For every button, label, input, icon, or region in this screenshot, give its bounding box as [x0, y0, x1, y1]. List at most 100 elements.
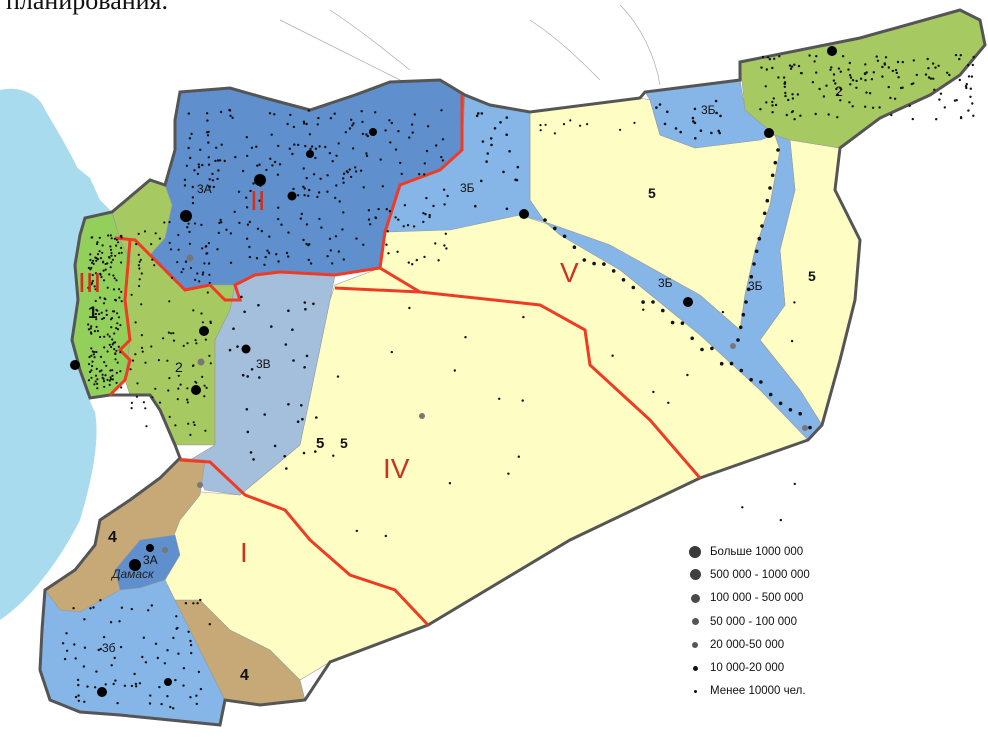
- settlement-dot: [102, 279, 106, 282]
- settlement-dot: [207, 156, 210, 159]
- settlement-dot: [315, 416, 318, 419]
- settlement-dot: [105, 313, 108, 316]
- settlement-dot: [187, 630, 190, 633]
- settlement-dot: [154, 232, 157, 235]
- settlement-dot: [765, 198, 770, 203]
- settlement-dot: [87, 379, 91, 382]
- legend-dot-icon: [691, 618, 699, 626]
- settlement-dot: [474, 204, 477, 208]
- settlement-dot: [426, 125, 430, 128]
- settlement-dot: [90, 283, 93, 286]
- settlement-dot: [435, 144, 438, 147]
- settlement-dot: [971, 102, 974, 105]
- settlement-dot: [216, 177, 219, 181]
- settlement-dot: [385, 243, 388, 246]
- settlement-dot: [118, 252, 121, 255]
- settlement-dot: [168, 221, 171, 224]
- settlement-dot: [799, 114, 802, 117]
- settlement-dot: [791, 93, 794, 96]
- settlement-dot: [348, 127, 352, 130]
- settlement-dot: [793, 482, 796, 486]
- settlement-dot: [931, 62, 935, 65]
- settlement-dot: [505, 207, 509, 211]
- settlement-dot: [138, 260, 141, 263]
- settlement-dot: [390, 121, 393, 125]
- zone-labels: 1 2 2 3А 3А 3Б 3Б 3Б 3Б 3б 3В 4 4 5 5 5 …: [88, 83, 843, 684]
- settlement-dot: [109, 248, 113, 251]
- settlement-dot: [287, 255, 290, 258]
- settlement-dot: [544, 123, 547, 126]
- settlement-dot: [214, 159, 217, 163]
- settlement-dot: [89, 253, 92, 256]
- settlement-dot: [220, 221, 223, 224]
- settlement-dot: [240, 295, 243, 299]
- settlement-dot: [115, 279, 118, 282]
- settlement-dot: [73, 643, 76, 646]
- settlement-dot: [130, 401, 133, 404]
- settlement-dot: [104, 262, 107, 266]
- settlement-dot: [108, 273, 111, 276]
- settlement-dot: [115, 244, 118, 247]
- settlement-dot: [768, 392, 773, 397]
- settlement-dot: [428, 215, 431, 219]
- settlement-dot: [177, 374, 180, 377]
- settlement-dot: [444, 232, 447, 235]
- settlement-dot: [91, 273, 94, 277]
- settlement-dot: [652, 390, 655, 394]
- settlement-dot: [95, 242, 99, 246]
- settlement-dot: [297, 194, 300, 197]
- settlement-dot: [291, 328, 294, 332]
- zone-label-2-west: 2: [175, 359, 183, 375]
- settlement-dot: [912, 59, 915, 62]
- settlement-dot: [374, 111, 377, 114]
- zone-label-5-center-bold: 5: [316, 435, 324, 452]
- settlement-dot: [385, 208, 388, 211]
- settlement-dot: [245, 196, 248, 199]
- settlement-dot: [95, 367, 98, 370]
- settlement-dot: [335, 184, 338, 187]
- settlement-dot: [182, 667, 186, 670]
- settlement-dot: [199, 598, 202, 602]
- settlement-dot: [209, 321, 212, 325]
- settlement-dot: [309, 262, 313, 265]
- settlement-dot: [113, 348, 116, 351]
- settlement-dot: [771, 100, 774, 104]
- settlement-dot: [288, 147, 291, 150]
- settlement-dot: [864, 79, 867, 82]
- settlement-dot: [422, 212, 425, 215]
- settlement-dot: [953, 99, 957, 102]
- legend-item: 500 000 - 1000 000: [680, 563, 860, 586]
- settlement-dot: [120, 300, 123, 303]
- settlement-dot: [300, 212, 303, 216]
- settlement-dot: [848, 61, 851, 65]
- settlement-dot: [104, 268, 107, 271]
- settlement-dot: [334, 196, 337, 200]
- settlement-dot: [300, 404, 303, 407]
- settlement-dot: [848, 74, 852, 77]
- settlement-dot: [116, 312, 119, 315]
- settlement-dot: [302, 238, 305, 242]
- settlement-dot: [101, 261, 105, 264]
- settlement-dot: [759, 108, 762, 111]
- settlement-dot: [141, 655, 144, 659]
- settlement-dot: [77, 694, 80, 697]
- settlement-dot: [389, 141, 392, 144]
- settlement-dot: [815, 55, 818, 58]
- settlement-dot: [796, 93, 800, 96]
- settlement-dot: [350, 118, 353, 122]
- settlement-dot: [120, 236, 123, 239]
- city-dot: [180, 210, 192, 222]
- settlement-dot: [490, 143, 493, 147]
- settlement-dot: [768, 186, 772, 190]
- settlement-dot: [89, 327, 92, 330]
- settlement-dot: [266, 249, 269, 252]
- settlement-dot: [893, 97, 897, 101]
- settlement-dot: [114, 679, 117, 682]
- settlement-dot: [336, 375, 340, 378]
- settlement-dot: [169, 332, 173, 335]
- settlement-dot: [191, 364, 195, 367]
- zone-label-5-north: 5: [648, 185, 656, 201]
- settlement-dot: [118, 296, 121, 299]
- settlement-dot: [99, 273, 102, 276]
- settlement-dot: [502, 170, 505, 174]
